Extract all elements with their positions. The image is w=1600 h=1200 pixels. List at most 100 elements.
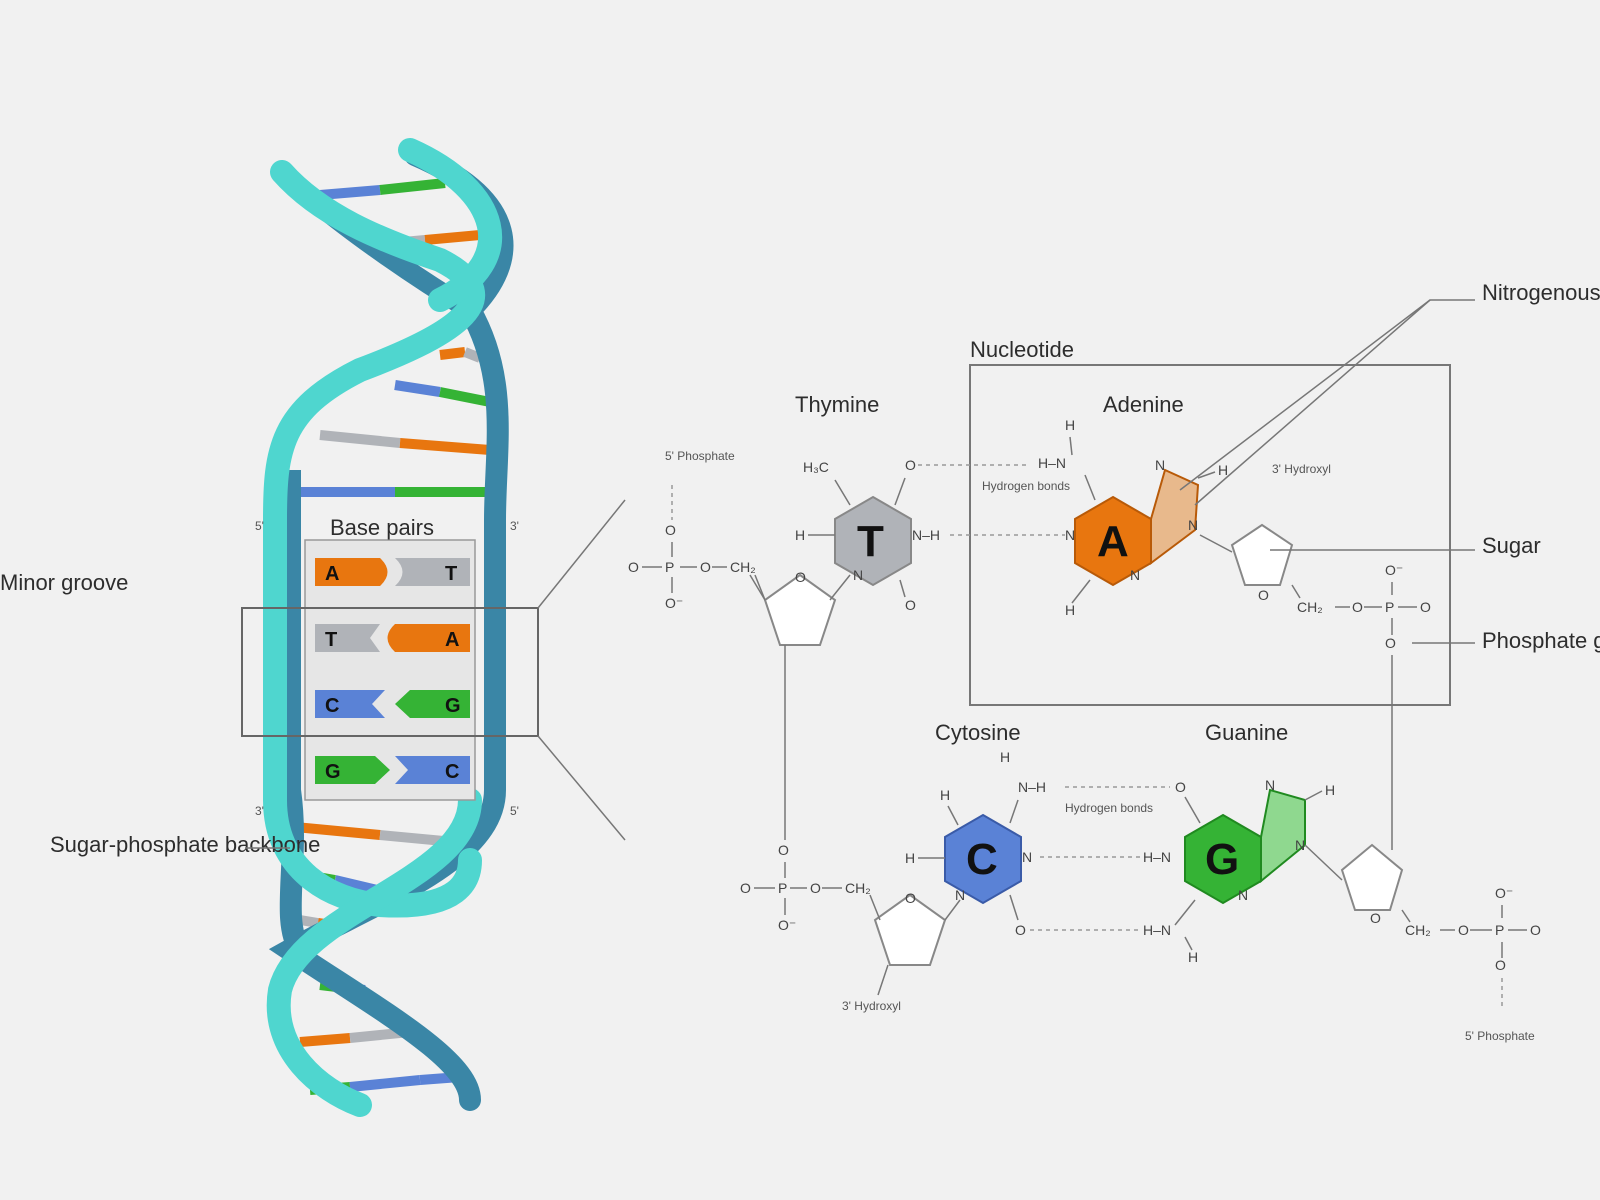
atom-label: H (1218, 462, 1228, 478)
atom-label: H (1188, 949, 1198, 965)
base-pair-row: A T (315, 558, 470, 586)
thymine-sugar (763, 573, 837, 646)
phosphate-5-label: 5' Phosphate (1465, 1029, 1535, 1043)
strand-dark-left (279, 470, 310, 957)
atom-label: O (665, 522, 676, 538)
backbone-label: Sugar-phosphate backbone (50, 832, 320, 857)
atom-label: H (1000, 749, 1010, 765)
hydrogen-bonds-label: Hydrogen bonds (1065, 801, 1153, 815)
atom-label: O (1458, 922, 1469, 938)
atom-label: O (1258, 587, 1269, 603)
atom-label: H–N (1143, 922, 1171, 938)
prime-label: 3' (255, 804, 264, 818)
phosphate-group-label: Phosphate group (1482, 628, 1600, 653)
atom-label: H (795, 527, 805, 543)
atom-label: O⁻ (778, 917, 796, 933)
guanine-sugar (1340, 843, 1404, 911)
nitrogenous-base-label: Nitrogenous base (1482, 280, 1600, 305)
base-pair-row: C G (315, 690, 470, 718)
atom-label: O (628, 559, 639, 575)
atom-label: N (1238, 887, 1248, 903)
adenine-label: Adenine (1103, 392, 1184, 417)
atom-label: N–H (912, 527, 940, 543)
guanine-label: Guanine (1205, 720, 1288, 745)
double-helix: 5' 3' 3' 5' Base pairs A T T A C G G (0, 138, 626, 1117)
thymine-ring (834, 495, 912, 587)
atom-label: H (940, 787, 950, 803)
thymine-label: Thymine (795, 392, 879, 417)
atom-label: H (1325, 782, 1335, 798)
atom-label: N (1065, 527, 1075, 543)
sugar-label: Sugar (1482, 533, 1541, 558)
atom-label: O (740, 880, 751, 896)
phosphate-5-label: 5' Phosphate (665, 449, 735, 463)
cytosine-sugar (873, 893, 947, 966)
atom-label: O (1530, 922, 1541, 938)
hydroxyl-3-label: 3' Hydroxyl (842, 999, 901, 1013)
atom-label: N (1130, 567, 1140, 583)
atom-label: O⁻ (665, 595, 683, 611)
minor-groove-label: Minor groove (0, 570, 128, 595)
atom-label: H₃C (803, 459, 829, 475)
pair-left-letter: G (325, 761, 341, 783)
pair-right-letter: G (445, 695, 461, 717)
atom-label: O (1495, 957, 1506, 973)
atom-label: N (1155, 457, 1165, 473)
atom-label: CH₂ (845, 880, 871, 896)
atom-label: O (905, 890, 916, 906)
nucleotide-label: Nucleotide (970, 337, 1074, 362)
base-pair-row: T A (315, 624, 470, 652)
base-pair-row: G C (315, 756, 470, 784)
prime-label: 5' (255, 519, 264, 533)
hydroxyl-3-label: 3' Hydroxyl (1272, 462, 1331, 476)
pair-left-letter: A (325, 563, 339, 585)
atom-label: O (778, 842, 789, 858)
atom-label: P (665, 559, 674, 575)
atom-label: N (1265, 777, 1275, 793)
atom-label: CH₂ (1297, 599, 1323, 615)
pair-right-letter: C (445, 761, 459, 783)
pair-right-letter: A (445, 629, 459, 651)
atom-label: H–N (1038, 455, 1066, 471)
adenine-ring-2 (1150, 468, 1200, 565)
strand-dark (268, 144, 514, 1111)
atom-label: N (1188, 517, 1198, 533)
atom-label: P (778, 880, 787, 896)
base-pairs-label: Base pairs (330, 515, 434, 540)
atom-label: O (1385, 635, 1396, 651)
chemical-structure: Nucleotide Thymine Adenine Cytosine Guan… (628, 280, 1600, 1043)
atom-label: O (795, 569, 806, 585)
atom-label: O (1352, 599, 1363, 615)
atom-label: O (1175, 779, 1186, 795)
atom-label: H (905, 850, 915, 866)
atom-label: O (1015, 922, 1026, 938)
atom-label: N (853, 567, 863, 583)
helix-rungs-top (295, 178, 495, 497)
cytosine-letter: C (966, 835, 998, 884)
atom-label: O (810, 880, 821, 896)
pair-right-letter: T (445, 563, 457, 585)
atom-label: N (1022, 849, 1032, 865)
atom-label: H (1065, 602, 1075, 618)
atom-label: O (1370, 910, 1381, 926)
zoom-box (241, 607, 539, 737)
strand-light-lower (266, 788, 482, 1117)
atom-label: N (1295, 837, 1305, 853)
cytosine-ring (944, 813, 1022, 905)
atom-label: CH₂ (1405, 922, 1431, 938)
adenine-sugar (1230, 523, 1294, 586)
adenine-letter: A (1097, 517, 1129, 566)
atom-label: O⁻ (1385, 562, 1403, 578)
cytosine-label: Cytosine (935, 720, 1021, 745)
pair-left-letter: T (325, 629, 337, 651)
atom-label: N (955, 887, 965, 903)
atom-label: P (1495, 922, 1504, 938)
atom-label: O⁻ (1495, 885, 1513, 901)
atom-label: N–H (1018, 779, 1046, 795)
atom-label: O (905, 597, 916, 613)
atom-label: CH₂ (730, 559, 756, 575)
guanine-letter: G (1205, 835, 1239, 884)
atom-label: H–N (1143, 849, 1171, 865)
thymine-letter: T (857, 517, 884, 566)
